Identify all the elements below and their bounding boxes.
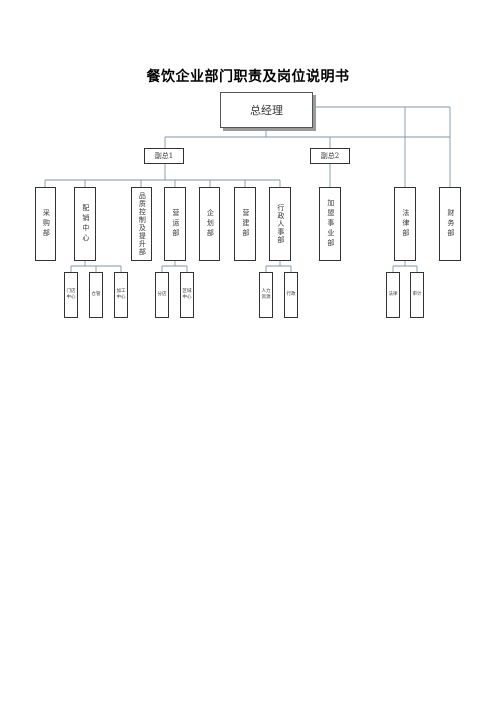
dept-label: 营建部 (241, 209, 250, 239)
dept-quality-control: 品质控制及提升部 (131, 187, 152, 261)
sub-audit: 审计 (410, 272, 424, 318)
dept-label: 加盟事业部 (326, 199, 335, 249)
dept-label: 品质控制及提升部 (138, 192, 147, 256)
sub-human-resources: 人力资源 (259, 272, 273, 318)
dept-label: 法律部 (401, 209, 410, 239)
sub-legal: 法律 (386, 272, 400, 318)
dept-label: 行政人事部 (276, 204, 285, 244)
dept-planning: 企划部 (199, 187, 220, 261)
dept-label: 配销中心 (81, 204, 90, 244)
sub-store-center: 门店中心 (64, 272, 78, 318)
sub-label: 区域中心 (182, 289, 192, 300)
dept-distribution-center: 配销中心 (74, 187, 96, 261)
dept-purchasing: 采购部 (35, 187, 56, 261)
sub-label: 加工中心 (116, 289, 126, 300)
sub-regional-center: 区域中心 (180, 272, 194, 318)
sub-label: 审计 (412, 292, 422, 298)
sub-processing-center: 加工中心 (114, 272, 128, 318)
dept-admin-hr: 行政人事部 (269, 187, 291, 261)
page-title: 餐饮企业部门职责及岗位说明书 (146, 69, 350, 85)
sub-administration: 行政 (284, 272, 298, 318)
sub-warehouse: 仓管 (89, 272, 103, 318)
sub-label: 分店 (157, 292, 167, 298)
deputy-2-label: 副总2 (320, 152, 340, 160)
dept-franchise: 加盟事业部 (319, 187, 341, 261)
dept-label: 采购部 (42, 209, 51, 239)
dept-construction: 营建部 (234, 187, 256, 261)
general-manager-label: 总经理 (250, 104, 283, 117)
sub-label: 法律 (388, 292, 398, 298)
dept-label: 营运部 (171, 209, 180, 239)
general-manager-box: 总经理 (220, 92, 313, 128)
deputy-1-label: 副总1 (154, 152, 174, 160)
sub-label: 人力资源 (261, 289, 271, 300)
sub-label: 仓管 (91, 292, 101, 298)
deputy-2-box: 副总2 (310, 148, 350, 164)
deputy-1-box: 副总1 (144, 148, 184, 164)
dept-operations: 营运部 (164, 187, 186, 261)
dept-finance: 财务部 (439, 187, 461, 261)
dept-label: 财务部 (446, 209, 455, 239)
sub-branch-store: 分店 (155, 272, 169, 318)
sub-label: 门店中心 (66, 289, 76, 300)
dept-label: 企划部 (206, 209, 215, 239)
sub-label: 行政 (286, 292, 296, 298)
dept-legal: 法律部 (394, 187, 416, 261)
